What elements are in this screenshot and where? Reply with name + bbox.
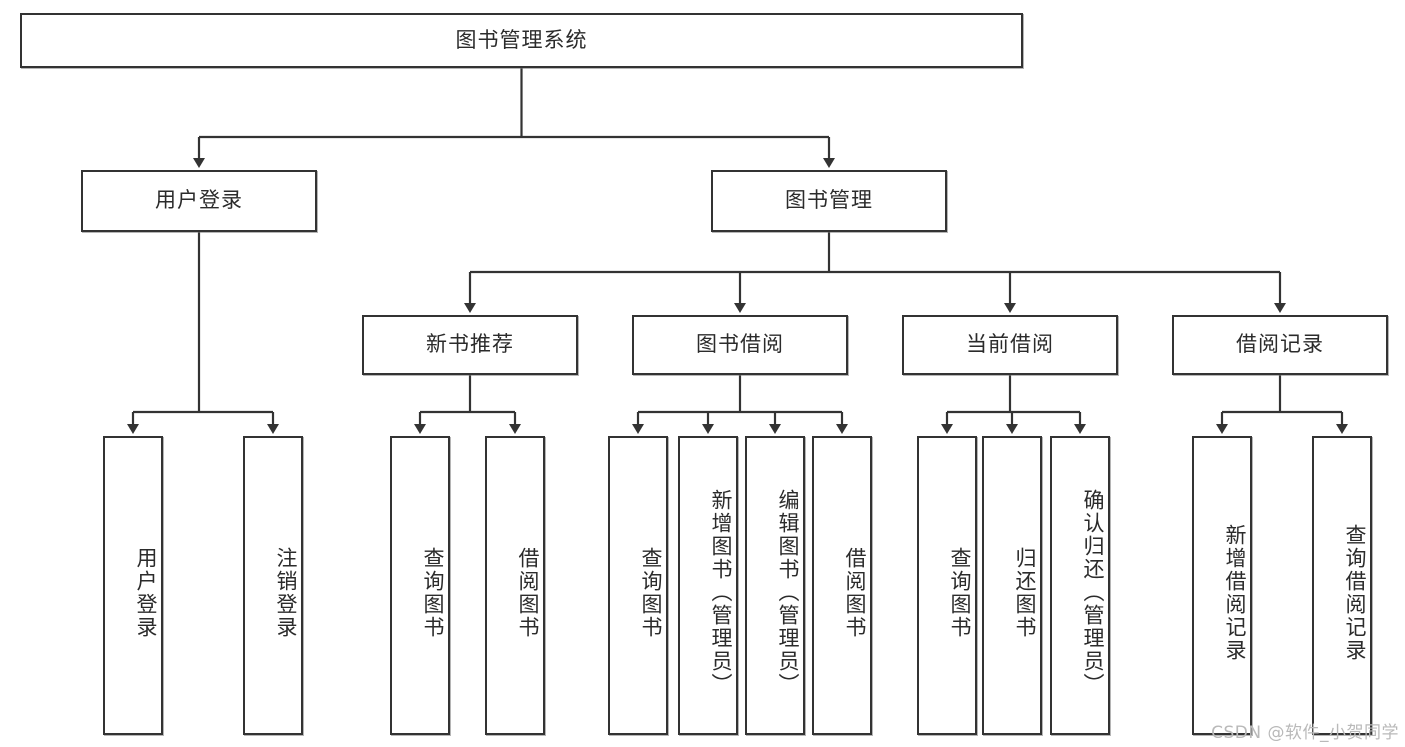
node-label: 确认归还（管理员）: [1081, 489, 1105, 696]
node-label: 注销登录: [274, 546, 298, 639]
node-leaf-query-borrow-record: 查询借阅记录: [1312, 436, 1372, 735]
node-new-book-recommend: 新书推荐: [362, 315, 578, 375]
node-label: 用户登录: [134, 546, 158, 639]
node-label: 借阅图书: [516, 546, 540, 639]
node-label: 编辑图书（管理员）: [776, 489, 800, 696]
node-leaf-return-book: 归还图书: [982, 436, 1042, 735]
node-root: 图书管理系统: [20, 13, 1023, 68]
node-label: 新增借阅记录: [1223, 523, 1247, 662]
node-label: 用户登录: [155, 188, 243, 213]
node-label: 图书管理: [785, 188, 873, 213]
node-leaf-add-book-admin: 新增图书（管理员）: [678, 436, 738, 735]
node-leaf-add-borrow-record: 新增借阅记录: [1192, 436, 1252, 735]
node-leaf-edit-book-admin: 编辑图书（管理员）: [745, 436, 805, 735]
node-leaf-query-book-2: 查询图书: [608, 436, 668, 735]
node-user-login: 用户登录: [81, 170, 317, 232]
node-label: 新书推荐: [426, 332, 514, 357]
node-borrow-record: 借阅记录: [1172, 315, 1388, 375]
node-label: 借阅记录: [1236, 332, 1324, 357]
node-leaf-user-login: 用户登录: [103, 436, 163, 735]
node-label: 查询借阅记录: [1343, 523, 1367, 662]
node-leaf-confirm-return-admin: 确认归还（管理员）: [1050, 436, 1110, 735]
node-label: 新增图书（管理员）: [709, 489, 733, 696]
node-leaf-query-book-1: 查询图书: [390, 436, 450, 735]
node-label: 查询图书: [639, 546, 663, 639]
node-leaf-borrow-book-2: 借阅图书: [812, 436, 872, 735]
node-label: 当前借阅: [966, 332, 1054, 357]
node-label: 查询图书: [421, 546, 445, 639]
node-label: 查询图书: [948, 546, 972, 639]
node-label: 图书管理系统: [455, 27, 588, 52]
node-book-management: 图书管理: [711, 170, 947, 232]
node-book-borrow: 图书借阅: [632, 315, 848, 375]
node-leaf-logout: 注销登录: [243, 436, 303, 735]
node-leaf-borrow-book-1: 借阅图书: [485, 436, 545, 735]
node-current-borrow: 当前借阅: [902, 315, 1118, 375]
node-leaf-query-book-3: 查询图书: [917, 436, 977, 735]
node-label: 归还图书: [1013, 546, 1037, 639]
node-label: 图书借阅: [696, 332, 784, 357]
node-label: 借阅图书: [843, 546, 867, 639]
